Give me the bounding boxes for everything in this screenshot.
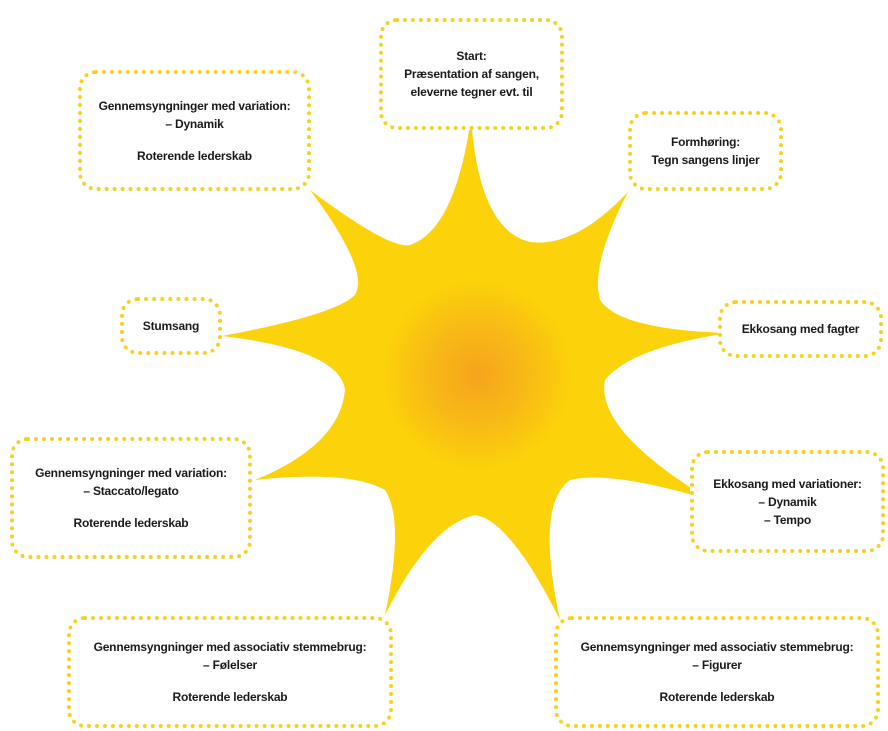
box-ekkosang-variationer: Ekkosang med variationer: – Dynamik – Te… [690, 450, 885, 553]
start-title: Start: [456, 49, 487, 63]
box-ekkosang-fagter: Ekkosang med fagter [718, 300, 883, 358]
box-start: Start: Præsentation af sangen, eleverne … [379, 18, 564, 130]
folelser-title: Gennemsyngninger med associativ stemmebr… [93, 640, 367, 654]
staccato-title: Gennemsyngninger med variation: [35, 466, 227, 480]
folelser-extra: Roterende lederskab [172, 690, 288, 704]
ekkosang-variationer-title: Ekkosang med variationer: [713, 476, 862, 491]
box-folelser: Gennemsyngninger med associativ stemmebr… [67, 616, 393, 728]
figurer-title: Gennemsyngninger med associativ stemmebr… [580, 640, 854, 654]
figurer-line-1: – Figurer [692, 658, 742, 672]
start-line-1: Præsentation af sangen, [404, 67, 539, 81]
start-line-2: eleverne tegner evt. til [410, 85, 533, 99]
staccato-extra: Roterende lederskab [73, 516, 189, 530]
dynamik-title: Gennemsyngninger med variation: [98, 98, 291, 113]
box-formhoring: Formhøring: Tegn sangens linjer [628, 111, 783, 191]
box-staccato: Gennemsyngninger med variation: – Stacca… [10, 437, 252, 559]
dynamik-line-1: – Dynamik [165, 116, 224, 131]
figurer-extra: Roterende lederskab [659, 690, 775, 704]
ekkosang-variationer-line-1: – Dynamik [758, 494, 817, 509]
ekkosang-fagter-title: Ekkosang med fagter [741, 322, 860, 336]
stumsang-title: Stumsang [142, 319, 200, 333]
box-dynamik: Gennemsyngninger med variation: – Dynami… [78, 70, 311, 191]
staccato-line-1: – Staccato/legato [83, 484, 179, 498]
box-figurer: Gennemsyngninger med associativ stemmebr… [554, 616, 880, 728]
ekkosang-variationer-line-2: – Tempo [763, 512, 812, 527]
dynamik-extra: Roterende lederskab [137, 148, 252, 163]
sun-core [382, 280, 572, 470]
formhoring-line-1: Tegn sangens linjer [651, 153, 760, 167]
formhoring-title: Formhøring: [670, 135, 741, 149]
folelser-line-1: – Følelser [202, 658, 258, 672]
box-stumsang: Stumsang [120, 297, 222, 355]
